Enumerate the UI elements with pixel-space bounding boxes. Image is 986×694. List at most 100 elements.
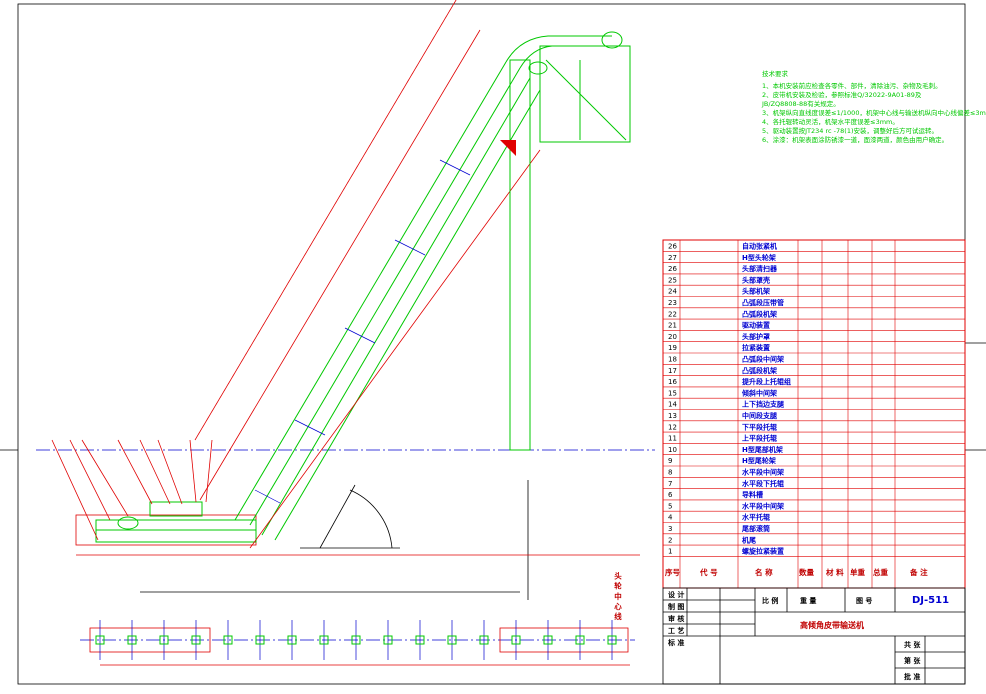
note-line: 3、机架纵向直线度误差≤1/1000，机架中心线与输送机纵向中心线偏差≤3mm。 (762, 108, 986, 117)
bom-row-number: 1 (668, 548, 672, 556)
leader-line (117, 439, 153, 505)
tb-label-total-sheets: 共 张 (904, 640, 921, 649)
plan-idler-mark (255, 635, 265, 645)
bom-row-number: 21 (668, 322, 677, 330)
bom-header: 代 号 (699, 567, 718, 577)
note-line: 5、驱动装置按JT234 rc -78(1)安装，调整好后方可试运转。 (762, 126, 938, 135)
bom-row-name: 头部机架 (742, 287, 770, 296)
angle-leg (319, 484, 356, 549)
leader-line (205, 439, 213, 503)
bom-header: 备 注 (909, 567, 928, 577)
bom-row-number: 19 (668, 344, 677, 352)
bom-row-name: 机尾 (742, 535, 756, 544)
bom-row-number: 20 (668, 333, 677, 341)
bom-row-number: 13 (668, 412, 677, 420)
conveyor-profile (51, 0, 640, 600)
leader-line (139, 439, 171, 505)
vertical-label: 头 轮 中 心 线 (613, 571, 622, 621)
tb-label-check: 审 核 (668, 614, 684, 623)
bom-header: 材 料 (826, 567, 844, 577)
bom-row-name: H型头轮架 (742, 253, 776, 262)
bom-row-number: 24 (668, 288, 677, 296)
incline-belt-return (274, 89, 541, 541)
drawing-title: 高倾角皮带输送机 (800, 620, 864, 630)
plan-idler-mark (191, 635, 201, 645)
note-line: 1、本机安装前应检查各零件、部件，清除油污、杂物及毛刺。 (762, 81, 942, 90)
bom-row-name: 凸弧段机架 (742, 366, 777, 375)
bom-row-name: 凸弧段压带管 (742, 298, 784, 307)
plan-idler-mark (383, 635, 393, 645)
bom-row-number: 5 (668, 502, 672, 510)
tail-pulley (117, 516, 139, 530)
plan-idler-mark (415, 635, 425, 645)
incline-belt-bottom (261, 77, 531, 536)
idler-mark (344, 327, 376, 344)
bom-row-name: 水平段中间架 (742, 468, 784, 477)
leader-line (51, 439, 99, 541)
bom-row-name: 倾斜中间架 (741, 388, 777, 397)
plan-idlers (95, 620, 617, 660)
bom-header: 单重 (850, 567, 865, 577)
notes-heading: 技术要求 (762, 69, 789, 78)
idler-mark (439, 159, 471, 176)
bom-row-number: 12 (668, 423, 677, 431)
plan-idler-mark (127, 635, 137, 645)
bom-row-number: 27 (668, 254, 677, 262)
bom-row-name: H型尾轮架 (742, 456, 776, 465)
idler-mark (394, 239, 426, 256)
tb-label-approve: 批 准 (904, 672, 920, 681)
convex-belt (505, 35, 612, 63)
bom-header: 名 称 (755, 567, 773, 577)
bom-row-number: 4 (668, 514, 673, 522)
bom-header: 数量 (799, 567, 814, 577)
bom-row-name: 水平托辊 (742, 513, 770, 522)
bom-row-number: 17 (668, 367, 677, 375)
bom-row-name: 拉紧装置 (742, 343, 770, 352)
bom-row-name: 凸弧段中间架 (742, 355, 784, 364)
bom-row-name: 导料槽 (742, 490, 763, 499)
bom-row-name: 水平段下托辊 (742, 479, 784, 488)
bend-pulley (528, 61, 548, 75)
bom-row-name: 凸弧段机架 (742, 309, 777, 318)
bom-row-number: 10 (668, 446, 677, 454)
bom-row-name: 自动张紧机 (742, 242, 777, 251)
plan-view (80, 591, 635, 666)
convex-belt-inner (519, 45, 612, 69)
bom-row-number: 16 (668, 378, 677, 386)
incline-belt-top (234, 61, 507, 521)
leader-line (69, 439, 111, 521)
bom-row-name: 头部罩壳 (742, 275, 770, 284)
plan-idler-mark (223, 635, 233, 645)
note-line: 6、涂漆：机架表面涂防锈漆一道，面漆两道，颜色由用户确定。 (762, 135, 948, 144)
plan-idler-mark (607, 635, 617, 645)
plan-head (499, 627, 629, 653)
bom-row-number: 9 (668, 457, 672, 465)
technical-notes: 技术要求 1、本机安装前应检查各零件、部件，清除油污、杂物及毛刺。 2、皮带机安… (761, 69, 986, 144)
head-frame-brace (545, 59, 627, 141)
plan-idler-mark (543, 635, 553, 645)
bom-row-name: 头部清扫器 (742, 264, 778, 273)
bom-row-name: 下平段托辊 (742, 422, 777, 431)
bom-row-number: 22 (668, 310, 677, 318)
angle-arc (349, 489, 393, 549)
bom-row-number: 26 (668, 243, 677, 251)
leader-line (81, 439, 129, 517)
idler-mark (254, 489, 281, 504)
plan-idler-mark (351, 635, 361, 645)
bom-row-number: 14 (668, 401, 677, 409)
tail-belt (95, 519, 257, 543)
bom-row-number: 7 (668, 480, 672, 488)
tb-label-sheet: 第 张 (904, 656, 921, 665)
bom-row-number: 2 (668, 536, 672, 544)
leader-line (189, 439, 197, 503)
plan-idler-mark (159, 635, 169, 645)
bom-row-number: 18 (668, 356, 677, 364)
head-frame (539, 45, 631, 143)
bom-row-name: H型尾部机架 (742, 445, 783, 454)
part-leaders (51, 439, 213, 541)
tb-label-process: 工 艺 (668, 626, 684, 635)
bom-row-number: 8 (668, 469, 672, 477)
note-line: JB/ZQ8808-88有关规定。 (761, 99, 840, 108)
bom-row-name: 水平段中间架 (742, 501, 784, 510)
bom-header: 总重 (873, 567, 888, 577)
